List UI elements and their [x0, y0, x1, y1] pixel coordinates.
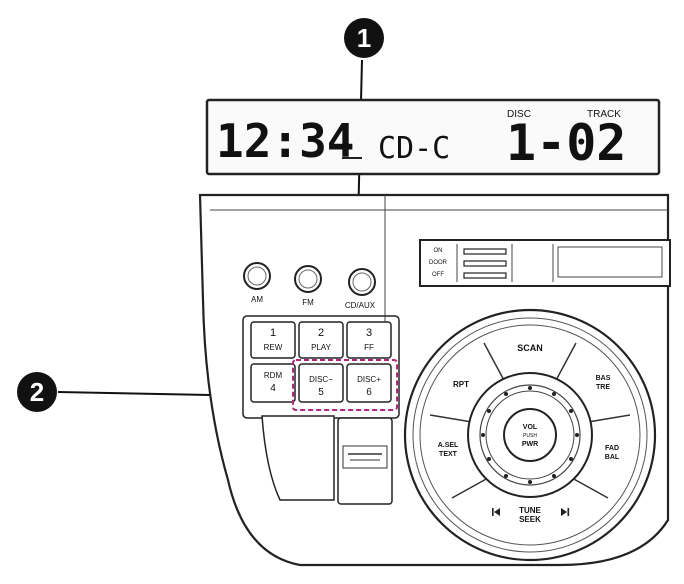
callout-1-number: 1: [357, 23, 371, 53]
fm-button[interactable]: [294, 265, 322, 293]
dial-rpt-label: RPT: [453, 380, 469, 389]
next-track-icon: [561, 508, 570, 516]
preset-5-label: DISC−: [309, 375, 333, 384]
switch-on-label: ON: [434, 248, 443, 254]
preset-1-number: 1: [270, 327, 276, 339]
preset-5-number: 5: [318, 387, 324, 398]
preset-2-button[interactable]: [298, 321, 344, 359]
preset-2-label: PLAY: [311, 343, 332, 352]
preset-2-number: 2: [318, 327, 324, 339]
preset-3-number: 3: [366, 327, 372, 339]
dial-tune-label: TUNE: [519, 506, 541, 515]
cd-slot-panel: [419, 239, 671, 287]
dial-tre-label: TRE: [596, 384, 610, 391]
dial-bal-label: BAL: [605, 454, 620, 461]
lower-right-button[interactable]: [337, 417, 393, 505]
push-label: PUSH: [523, 433, 537, 439]
preset-1-label: REW: [264, 343, 283, 352]
preset-6-number: 6: [366, 387, 372, 398]
vol-pwr-knob[interactable]: [503, 408, 557, 462]
display-disc-label: DISC: [507, 109, 531, 120]
lcd-display: 12:34 CD-C DISC TRACK 1-02: [205, 98, 661, 176]
dial-seek-label: SEEK: [519, 515, 541, 524]
callout-2: 2: [17, 372, 57, 412]
display-clock: 12:34: [216, 114, 354, 168]
preset-4-number: 4: [270, 383, 276, 394]
callout-1: 1: [344, 18, 384, 58]
preset-6-button[interactable]: [346, 363, 392, 403]
lower-left-button[interactable]: [261, 415, 335, 501]
preset-3-label: FF: [364, 343, 374, 352]
preset-3-button[interactable]: [346, 321, 392, 359]
display-mode: CD-C: [378, 131, 450, 166]
cd-aux-label: CD/AUX: [345, 301, 376, 310]
dial-scan-label: SCAN: [517, 343, 543, 353]
previous-track-icon: [492, 508, 500, 516]
preset-4-label: RDM: [264, 371, 283, 380]
dial-bas-label: BAS: [596, 375, 611, 382]
preset-1-button[interactable]: [250, 321, 296, 359]
vol-label: VOL: [523, 424, 538, 431]
callout-2-number: 2: [30, 377, 44, 407]
cd-aux-button[interactable]: [348, 268, 376, 296]
preset-6-label: DISC+: [357, 375, 381, 384]
preset-4-button[interactable]: [250, 363, 296, 403]
switch-door-label: DOOR: [429, 260, 448, 266]
switch-off-label: OFF: [432, 272, 444, 278]
fm-label: FM: [302, 298, 314, 307]
dial-fad-label: FAD: [605, 445, 619, 452]
disc-buttons-highlight: [292, 359, 398, 411]
preset-5-button[interactable]: [298, 363, 344, 403]
dial-dots: [481, 386, 579, 484]
display-track-label: TRACK: [587, 109, 621, 120]
am-button[interactable]: [243, 262, 271, 290]
dial-asel-label: A.SEL: [438, 442, 459, 449]
display-disc-track: 1-02: [506, 114, 626, 172]
pwr-label: PWR: [522, 441, 538, 448]
slot-switch[interactable]: [463, 248, 507, 279]
dial-text-label: TEXT: [439, 451, 458, 458]
am-label: AM: [251, 295, 263, 304]
